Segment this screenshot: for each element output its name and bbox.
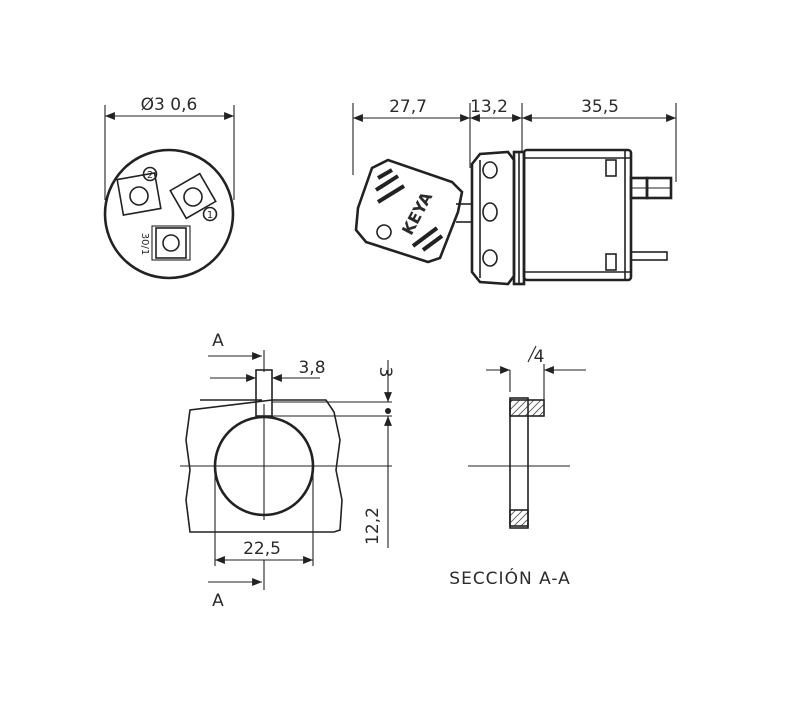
dim-body-length: 35,5: [581, 97, 619, 117]
dim-nut-length: 13,2: [470, 97, 508, 117]
front-diameter-label: Ø3 0,6: [141, 95, 198, 115]
dim-key-length: 27,7: [389, 97, 427, 117]
dim-thickness: 4: [534, 347, 545, 367]
side-view: 27,7 13,2 35,5 KEYA: [352, 97, 677, 286]
dim-slot-depth: 3: [375, 367, 395, 378]
section-marker-top: A: [212, 331, 224, 351]
section-caption: SECCIÓN A-A: [449, 567, 570, 589]
front-view: Ø3 0,6 2 1 30/1: [103, 95, 235, 280]
bezel-nut: [470, 150, 526, 286]
switch-body: [522, 148, 633, 282]
terminal-2: 2: [116, 166, 162, 216]
terminal-3: 30/1: [139, 225, 191, 261]
panel-cutout-view: A A 3,8 3 12,2 22,5: [180, 331, 395, 611]
terminal-1: 1: [169, 172, 218, 222]
switch-face-outline: [103, 148, 235, 280]
rear-terminals: [629, 176, 673, 261]
section-view: 4 SECCIÓN A-A: [449, 345, 586, 589]
section-marker-bottom: A: [212, 591, 224, 611]
dim-slot-width: 3,8: [298, 358, 325, 378]
terminal-3-label: 30/1: [139, 233, 150, 255]
key-head: KEYA: [354, 158, 472, 264]
dim-hole-diameter: 22,5: [243, 539, 281, 559]
terminal-1-number: 1: [207, 210, 213, 221]
dim-center-height: 12,2: [363, 507, 383, 545]
terminal-2-number: 2: [147, 170, 153, 181]
